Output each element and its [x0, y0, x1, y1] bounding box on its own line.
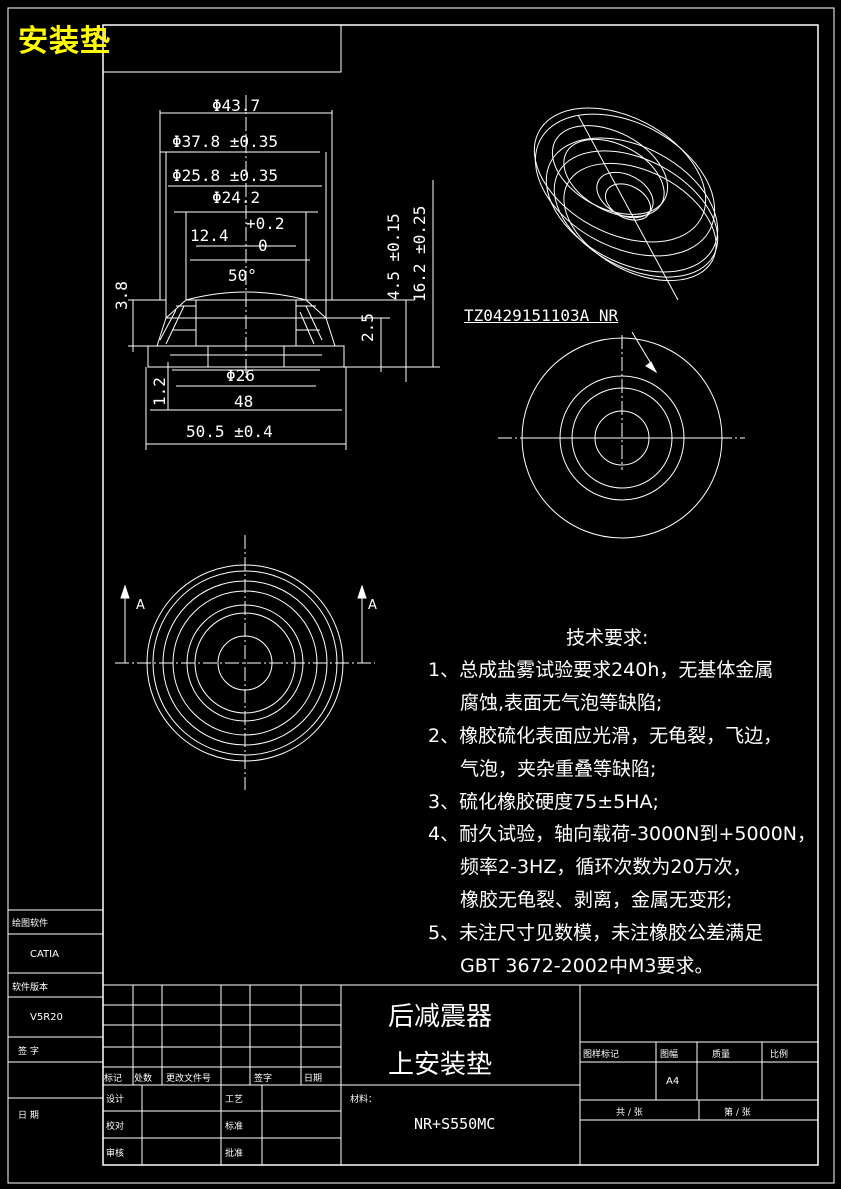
requirement-line: 腐蚀,表面无气泡等缺陷;: [460, 692, 663, 714]
dim-d43-7: Φ43.7: [212, 96, 261, 115]
version-value: V5R20: [30, 1012, 63, 1023]
requirements-heading: 技术要求:: [566, 627, 649, 649]
dim-2-5: 2.5: [358, 313, 377, 342]
dim-angle-50: 50°: [228, 266, 257, 285]
approve-label: 批准: [225, 1149, 244, 1159]
product-name-line2: 上安装垫: [388, 1050, 493, 1080]
sheet-size-label: 图幅: [660, 1050, 679, 1060]
title-block-lines: [103, 984, 818, 1165]
process-label: 工艺: [225, 1095, 244, 1105]
side-table-lines: [8, 909, 103, 1099]
design-label: 设计: [106, 1095, 125, 1105]
dim-48: 48: [234, 392, 254, 411]
requirement-line: 3、硫化橡胶硬度75±5HA;: [428, 791, 659, 813]
rev-header-mark: 标记: [104, 1074, 123, 1084]
material-value: NR+S550MC: [414, 1115, 496, 1133]
requirement-line: 5、未注尺寸见数模，未注橡胶公差满足: [428, 922, 764, 944]
drawing-title-corner: 安装垫: [18, 24, 111, 59]
requirement-line: 1、总成盐雾试验要求240h，无基体金属: [428, 659, 774, 681]
version-label: 软件版本: [12, 983, 49, 993]
sheet-size-value: A4: [666, 1076, 680, 1087]
section-view: [128, 95, 440, 450]
dim-50-5: 50.5 ±0.4: [186, 422, 273, 441]
software-value: CATIA: [30, 949, 59, 960]
drawing-mark-label: 图样标记: [583, 1050, 620, 1060]
dim-tol-plus: +0.2: [246, 214, 285, 233]
requirement-line: 气泡，夹杂重叠等缺陷;: [460, 758, 657, 780]
dim-d26: Φ26: [226, 366, 255, 385]
requirement-line: 4、耐久试验，轴向载荷-3000N到+5000N，: [428, 823, 816, 845]
standard-label: 标准: [225, 1122, 244, 1132]
requirement-line: GBT 3672-2002中M3要求。: [460, 955, 714, 977]
requirement-line: 2、橡胶硫化表面应光滑，无龟裂，飞边，: [428, 725, 783, 747]
sheet-borders: [7, 7, 835, 1184]
dim-3-8: 3.8: [112, 281, 131, 310]
rev-header-count: 处数: [134, 1074, 153, 1084]
dim-tol-zero: 0: [258, 236, 268, 255]
section-label-right: A: [368, 598, 377, 613]
dim-16-2: 16.2 ±0.25: [410, 205, 429, 302]
total-sheets: 共 / 张: [616, 1108, 643, 1118]
isometric-view: [533, 107, 719, 301]
dim-d25-8: Φ25.8 ±0.35: [172, 166, 278, 185]
top-view: [498, 331, 745, 539]
software-label: 绘图软件: [12, 919, 49, 929]
dim-1-2: 1.2: [150, 377, 169, 406]
sheet-number: 第 / 张: [724, 1108, 751, 1118]
date-label: 日 期: [18, 1111, 39, 1121]
rev-header-sign: 签字: [254, 1074, 273, 1084]
review-label: 审核: [106, 1149, 125, 1159]
dim-d37-8: Φ37.8 ±0.35: [172, 132, 278, 151]
rev-header-date: 日期: [304, 1074, 323, 1084]
dim-4-5: 4.5 ±0.15: [384, 213, 403, 300]
product-name-line1: 后减震器: [388, 1002, 493, 1032]
requirement-line: 频率2-3HZ，循环次数为20万次，: [460, 856, 752, 878]
rev-header-docno: 更改文件号: [166, 1074, 212, 1084]
requirement-line: 橡胶无龟裂、剥离，金属无变形;: [460, 889, 733, 911]
dim-d24-2: Φ24.2: [212, 188, 261, 207]
sign-label: 签 字: [18, 1047, 39, 1057]
plan-view: [115, 535, 375, 790]
part-marking: TZ0429151103A NR: [464, 306, 619, 325]
scale-label: 比例: [770, 1050, 789, 1060]
dim-12-4: 12.4: [190, 226, 229, 245]
check-label: 校对: [106, 1122, 125, 1132]
material-label: 材料：: [350, 1095, 378, 1105]
section-label-left: A: [136, 598, 145, 613]
mass-label: 质量: [712, 1050, 731, 1060]
